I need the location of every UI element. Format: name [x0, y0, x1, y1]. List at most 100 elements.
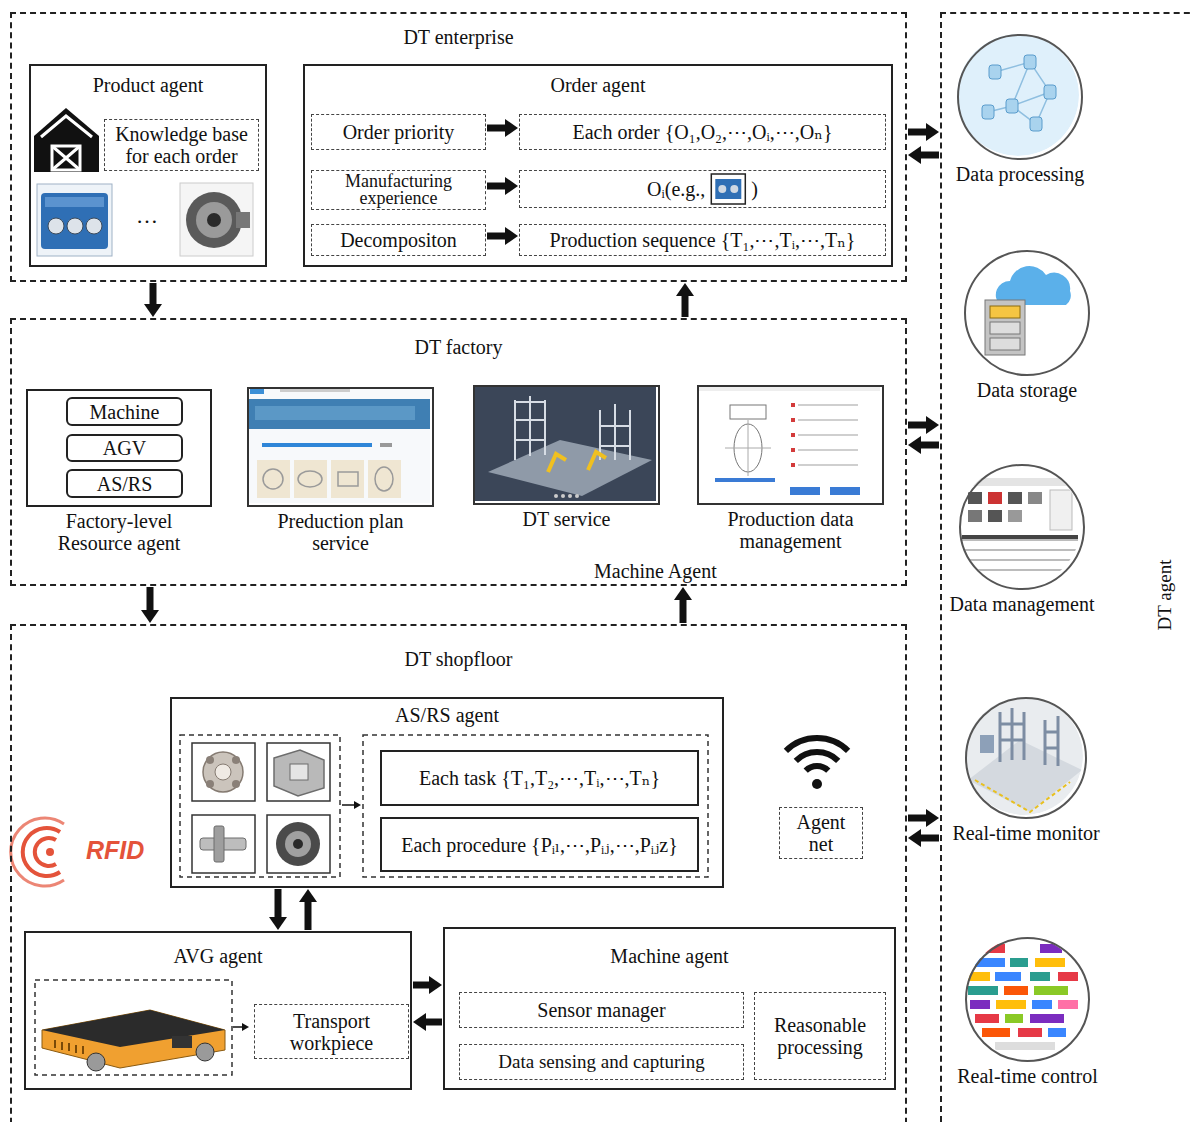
- connector-part: [299, 889, 317, 902]
- layer-band: DT factoryFactory-level Resource agentMa…: [10, 318, 907, 586]
- resource-box: AGV: [66, 434, 183, 462]
- node-label: Sensor manager: [537, 999, 665, 1021]
- agv-image-part: [172, 1036, 192, 1048]
- service-circle: Data processing: [957, 34, 1083, 160]
- data-processing-picture-part: [988, 62, 1050, 124]
- gearbox-image-part: [41, 193, 108, 249]
- data-management-picture-part: [959, 464, 1081, 586]
- connector-arrow: [676, 283, 694, 317]
- service-circle: Real-time monitor: [965, 697, 1087, 819]
- node-label: AS/RS agent: [172, 704, 722, 726]
- data-management-picture-part: [1008, 492, 1022, 504]
- connector-part: [275, 889, 282, 918]
- control-picture-part: [1030, 1014, 1064, 1023]
- process-box: Oᵢ(e.g.,): [519, 170, 886, 208]
- ellipsis-mark: …: [136, 204, 158, 228]
- part-images-part: [192, 815, 255, 873]
- data-management-picture-part: [1008, 510, 1022, 522]
- task-group-outline-part: [354, 801, 361, 809]
- control-picture-part: [1048, 1028, 1066, 1037]
- connector-arrow: [413, 1013, 442, 1031]
- data-storage-picture: [964, 250, 1086, 372]
- data-processing-picture-part: [1030, 117, 1042, 131]
- connector-arrow: [144, 283, 162, 317]
- part-images-part: [232, 780, 240, 788]
- plan-screenshot-part: [255, 406, 415, 420]
- connector-arrow: [269, 889, 287, 930]
- agent-box: AS/RS agentEach task {T₁,T₂,⋯,Tᵢ,⋯,Tₙ}Ea…: [170, 697, 724, 888]
- data-storage-picture-part: [996, 266, 1071, 305]
- node-label: Reasonable processing: [759, 1014, 881, 1058]
- agent-box: Factory-level Resource agentMachineAGVAS…: [26, 389, 212, 507]
- connector-part: [920, 442, 939, 449]
- node-label: Order agent: [305, 74, 891, 96]
- data-management-picture-part: [1050, 490, 1072, 530]
- wifi-icon-part: [786, 738, 848, 751]
- connector-part: [908, 829, 921, 847]
- agent-box: Order agentOrder priorityEach order {O₁,…: [303, 64, 893, 267]
- data-screenshot-part: [791, 463, 795, 467]
- data-processing-picture-part: [989, 65, 1001, 79]
- data-processing-picture-part: [1006, 99, 1018, 113]
- process-box: Order priority: [311, 114, 486, 150]
- resource-box: Machine: [66, 397, 183, 426]
- data-management-picture-part: [968, 510, 982, 522]
- node-label: Factory-level Resource agent: [34, 510, 204, 554]
- plan-screenshot-part: [338, 472, 358, 486]
- connector-part: [920, 835, 939, 842]
- dt-service-screenshot-part: [588, 452, 606, 470]
- connector-part: [908, 146, 921, 164]
- data-storage-picture-part: [964, 250, 1086, 372]
- barn-icon-part: [41, 116, 92, 137]
- process-box: Data sensing and capturing: [459, 1044, 744, 1080]
- node-label: DT shopfloor: [12, 648, 905, 670]
- part-images-part: [274, 750, 324, 796]
- node-label: Oᵢ(e.g.,: [647, 178, 705, 200]
- dt-service-screenshot-part: [600, 404, 630, 460]
- gearbox-image-part: [45, 197, 104, 207]
- node-label: Machine agent: [445, 945, 894, 967]
- node-label: ): [751, 178, 758, 200]
- data-screenshot-part: [830, 487, 860, 495]
- connector-part: [680, 599, 687, 623]
- monitor-picture-part: [975, 780, 1070, 812]
- control-picture-part: [1034, 986, 1068, 995]
- process-box: Sensor manager: [459, 992, 744, 1028]
- plan-screenshot-part: [375, 467, 393, 491]
- part-images-part: [232, 756, 240, 764]
- monitor-picture: [965, 697, 1083, 815]
- node-label: Decompositon: [340, 229, 457, 251]
- clutch-image-part: [207, 213, 221, 227]
- agv-image: [35, 980, 249, 1075]
- control-picture-part: [1010, 958, 1028, 967]
- node-label: Machine: [90, 401, 160, 423]
- control-picture-part: [1004, 986, 1028, 995]
- connector-part: [305, 901, 312, 930]
- part-images-part: [206, 780, 214, 788]
- part-images-part: [203, 752, 243, 792]
- process-box: Reasonable processing: [754, 992, 886, 1080]
- plan-screenshot-part: [250, 389, 264, 394]
- screenshot-box: Preduction plan service: [247, 387, 434, 507]
- node-label: Each task {T₁,T₂,⋯,Tᵢ,⋯,Tₙ}: [419, 767, 660, 789]
- connector-arrow: [487, 227, 518, 245]
- connector-part: [429, 976, 442, 994]
- monitor-picture-part: [1000, 708, 1024, 762]
- dt-service-screenshot-part: [488, 440, 652, 496]
- data-storage-picture-part: [990, 306, 1020, 318]
- part-images-part: [276, 822, 320, 866]
- connector-part: [487, 233, 506, 240]
- gearbox-image-part: [48, 218, 64, 234]
- connector-part: [908, 436, 921, 454]
- dt-service-screenshot-part: [515, 396, 545, 460]
- connector-part: [505, 227, 518, 245]
- task-group-outline-part: [342, 804, 355, 806]
- control-picture-part: [1035, 958, 1065, 967]
- plan-screenshot-part: [380, 443, 392, 447]
- node-label: Data storage: [927, 379, 1127, 401]
- control-picture-part: [1040, 944, 1062, 953]
- control-picture: [966, 938, 1086, 1058]
- connector-part: [141, 610, 159, 623]
- layer-band: DT enterpriseProduct agentKnowledge base…: [10, 12, 907, 282]
